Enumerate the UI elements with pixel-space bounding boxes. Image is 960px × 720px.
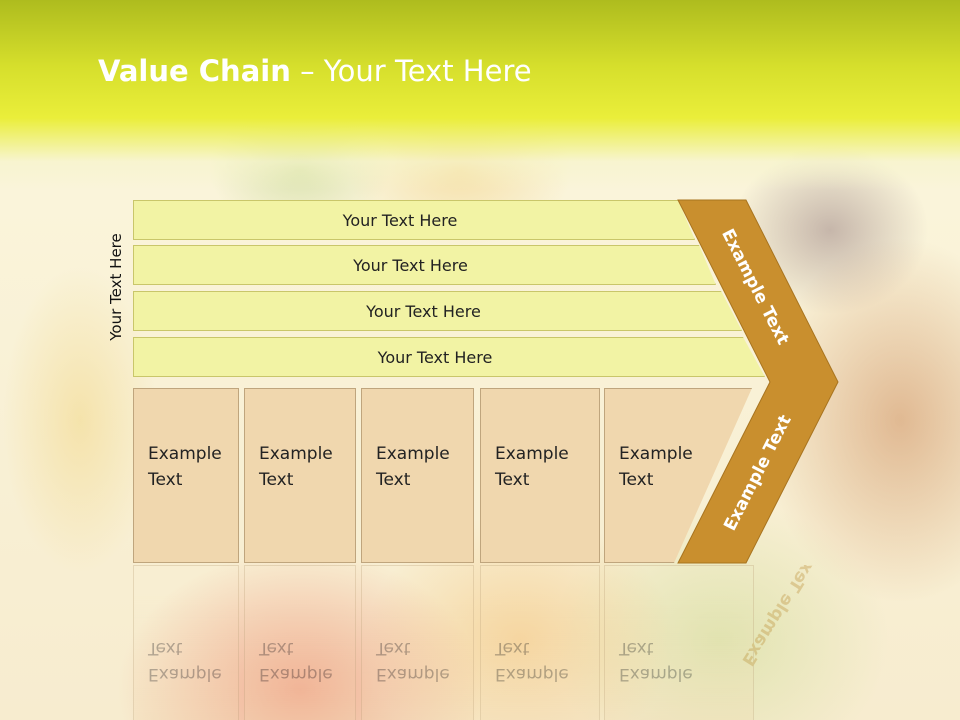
activity-5-line1: Example bbox=[619, 444, 693, 464]
support-row-3-text: Your Text Here bbox=[366, 301, 481, 321]
activity-4-line2: Text bbox=[495, 470, 530, 490]
primary-activity-1: Example Text bbox=[133, 388, 239, 563]
primary-activity-3: Example Text bbox=[361, 388, 474, 563]
activity-3-line1: Example bbox=[376, 444, 450, 464]
title-rest: – Your Text Here bbox=[290, 54, 532, 88]
support-row-2-text: Your Text Here bbox=[353, 255, 468, 275]
title-bold: Value Chain bbox=[98, 54, 291, 88]
activity-2-line1: Example bbox=[259, 444, 333, 464]
primary-activity-4: Example Text bbox=[480, 388, 600, 563]
support-row-4-text: Your Text Here bbox=[377, 347, 493, 367]
header-band bbox=[0, 0, 960, 190]
slide-title: Value Chain – Your Text Here bbox=[98, 54, 532, 88]
activity-3-line2: Text bbox=[376, 470, 411, 490]
activity-1-line1: Example bbox=[148, 444, 222, 464]
margin-chevron-shape bbox=[677, 199, 839, 564]
activity-5-line2: Text bbox=[619, 470, 654, 490]
support-row-3: Your Text Here bbox=[133, 291, 742, 331]
support-row-1: Your Text Here bbox=[133, 200, 695, 240]
support-row-1-text: Your Text Here bbox=[342, 210, 458, 230]
support-row-4: Your Text Here bbox=[133, 337, 765, 377]
primary-activity-2: Example Text bbox=[244, 388, 356, 563]
activity-1-line2: Text bbox=[148, 470, 183, 490]
activity-2-line2: Text bbox=[259, 470, 294, 490]
activity-4-line1: Example bbox=[495, 444, 569, 464]
support-row-2: Your Text Here bbox=[133, 245, 716, 285]
